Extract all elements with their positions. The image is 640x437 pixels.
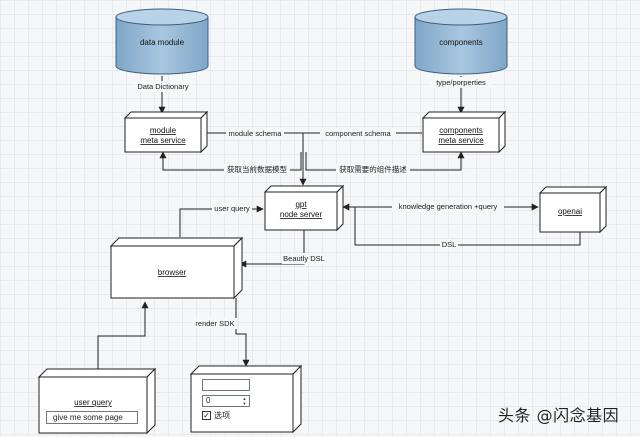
checkmark-icon: ✓ [203,411,210,420]
edge-label-type-properties: type/porperties [436,78,486,87]
components-cylinder: components [414,8,508,75]
edge-labels: Data Dictionary type/porperties module s… [133,77,504,329]
edge-label-module-schema: module schema [229,129,283,138]
components-meta-line1: components [439,126,483,135]
openai-label: openai [558,207,582,216]
components-meta-service-node: components meta service [421,110,507,154]
edge-label-data-dictionary: Data Dictionary [137,82,189,91]
openai-node: openai [538,185,608,234]
stepper-arrows-icon[interactable]: ▲▼ [242,396,247,406]
edge-label-knowledge-generation: knowledge generation +query [399,202,498,211]
edge-label-get-component-desc: 获取需要的组件描述 [339,164,407,174]
module-meta-service-node: module meta service [123,110,209,154]
data-module-label: data module [140,38,185,47]
preview-checkbox[interactable]: ✓ [202,411,211,420]
edge-label-dsl: DSL [442,240,457,249]
edge-label-get-current-model: 获取当前数据模型 [227,164,287,174]
browser-node: browser [109,236,244,300]
preview-number-stepper[interactable]: 0 ▲▼ [202,395,250,407]
data-module-cylinder: data module [115,8,209,75]
gpt-line1: gpt [295,200,307,209]
components-label: components [439,38,483,47]
module-meta-line2: meta service [140,136,186,145]
module-meta-line1: module [150,126,177,135]
stepper-value: 0 [206,396,211,405]
user-query-input[interactable]: give me some page [46,411,138,424]
edge-label-render-sdk: render SDK [195,319,234,328]
preview-checkbox-label: 选项 [214,411,230,420]
preview-text-input[interactable] [202,379,250,391]
user-query-label: user query [74,398,112,407]
watermark: 头条 @闪念基因 [498,406,620,425]
gpt-node-server-node: gpt node server [263,184,345,232]
edge-label-beautify-dsl: Beautly DSL [283,254,325,263]
browser-label: browser [158,268,187,277]
edge-label-user-query: user query [214,204,250,213]
components-meta-line2: meta service [438,136,484,145]
gpt-line2: node server [280,210,323,219]
edge-label-component-schema: component schema [325,129,391,138]
